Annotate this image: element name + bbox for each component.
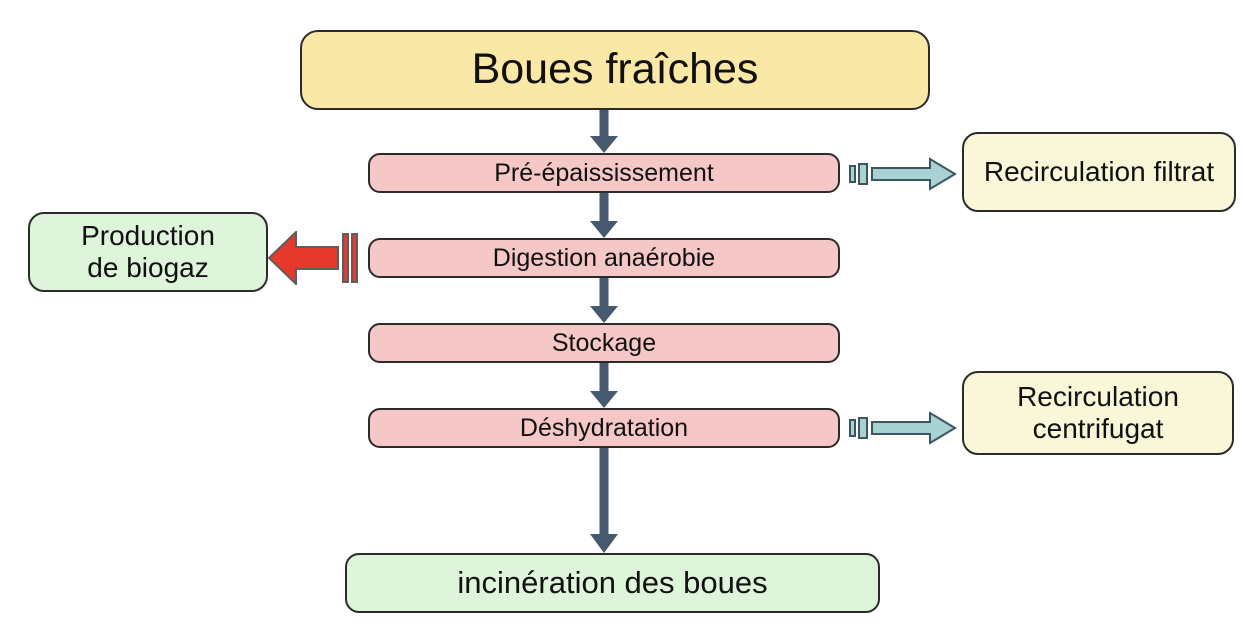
arrow-striped-right-icon — [848, 155, 958, 193]
arrow-striped-right-icon — [848, 409, 958, 447]
arrow-down-icon — [589, 193, 619, 238]
arrow-down-icon — [589, 110, 619, 153]
arrow-striped-left-icon — [268, 231, 364, 285]
node-recirculation-filtrat: Recirculation filtrat — [962, 132, 1236, 212]
node-deshydratation: Déshydratation — [368, 408, 840, 448]
node-incineration-boues: incinération des boues — [345, 553, 880, 613]
arrow-down-icon — [589, 448, 619, 553]
node-recirculation-centrifugat-line2: centrifugat — [1032, 413, 1164, 444]
node-incineration-boues-label: incinération des boues — [457, 565, 768, 601]
node-recirculation-centrifugat: Recirculation centrifugat — [962, 371, 1234, 455]
node-recirculation-centrifugat-line1: Recirculation — [1017, 380, 1179, 412]
arrow-down-icon — [589, 278, 619, 323]
node-boues-fraiches-label: Boues fraîches — [471, 45, 759, 94]
node-boues-fraiches: Boues fraîches — [300, 30, 930, 110]
arrow-down-icon — [589, 363, 619, 408]
node-digestion-anaerobie-label: Digestion anaérobie — [492, 243, 716, 272]
node-stockage: Stockage — [368, 323, 840, 363]
node-digestion-anaerobie: Digestion anaérobie — [368, 238, 840, 278]
node-pre-epaississement-label: Pré-épaississement — [494, 158, 714, 187]
node-production-biogaz-line1: Production — [81, 219, 215, 251]
node-production-biogaz: Production de biogaz — [28, 212, 268, 292]
node-pre-epaississement: Pré-épaississement — [368, 153, 840, 193]
node-deshydratation-label: Déshydratation — [519, 413, 689, 442]
node-stockage-label: Stockage — [551, 328, 657, 357]
node-production-biogaz-line2: de biogaz — [87, 252, 209, 283]
node-recirculation-filtrat-label: Recirculation filtrat — [983, 155, 1215, 187]
